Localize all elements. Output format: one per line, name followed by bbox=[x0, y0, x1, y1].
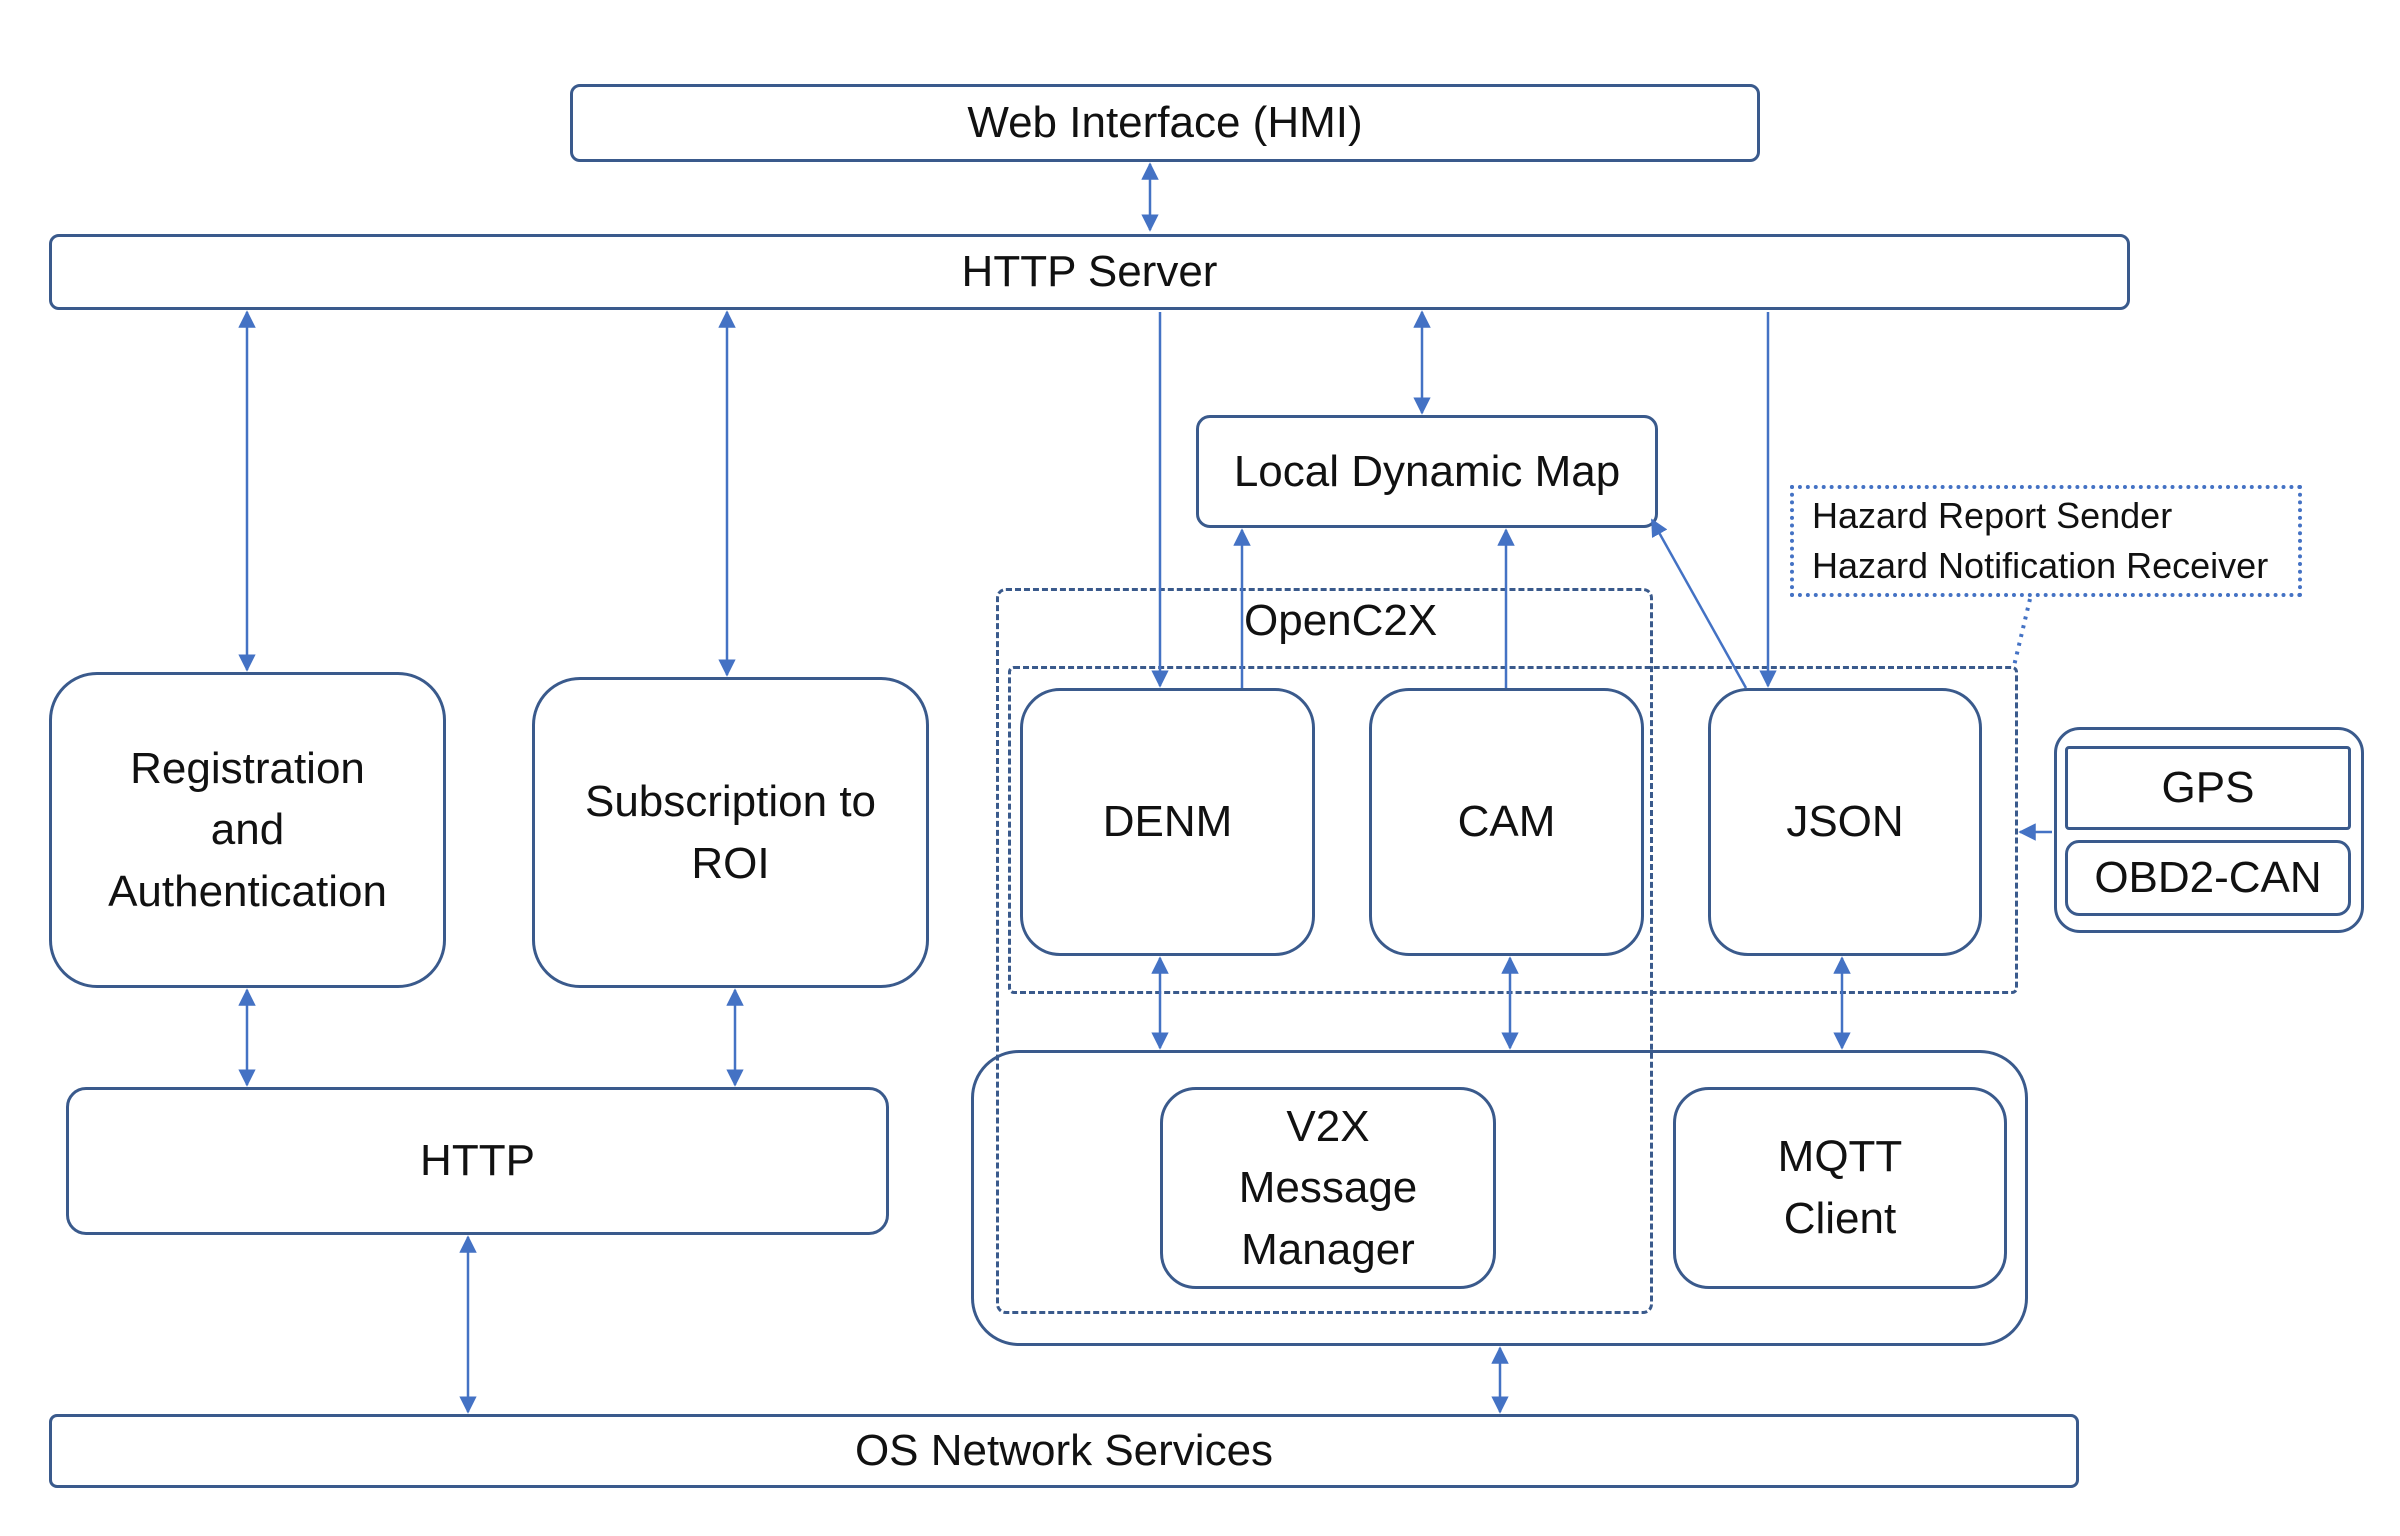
opencx-label: OpenC2X bbox=[1244, 596, 1438, 645]
opencx-dashed-group bbox=[996, 588, 1653, 1314]
hazard-callout-leader bbox=[2012, 598, 2032, 667]
http-box: HTTP bbox=[66, 1087, 889, 1235]
denm-box: DENM bbox=[1020, 688, 1315, 956]
web-interface-box: Web Interface (HMI) bbox=[570, 84, 1760, 162]
v2x-manager-box: V2X Message Manager bbox=[1160, 1087, 1496, 1289]
os-network-box: OS Network Services bbox=[49, 1414, 2079, 1488]
mqtt-client-box: MQTT Client bbox=[1673, 1087, 2007, 1289]
hazard-report-sender-label: Hazard Report Sender bbox=[1812, 494, 2173, 536]
hazard-notification-receiver-label: Hazard Notification Receiver bbox=[1812, 545, 2269, 586]
registration-box: Registration and Authentication bbox=[49, 672, 446, 988]
local-dynamic-map-box: Local Dynamic Map bbox=[1196, 415, 1658, 528]
messaging-container-box bbox=[971, 1050, 2028, 1346]
arrow-json-ldm bbox=[1650, 518, 1748, 689]
obd2-box: OBD2-CAN bbox=[2065, 840, 2351, 916]
hazard-callout: Hazard Report Sender Hazard Notification… bbox=[1790, 485, 2302, 597]
http-server-box: HTTP Server bbox=[49, 234, 2130, 310]
gps-box: GPS bbox=[2065, 746, 2351, 830]
subscription-box: Subscription to ROI bbox=[532, 677, 929, 988]
json-box: JSON bbox=[1708, 688, 1982, 956]
cam-box: CAM bbox=[1369, 688, 1644, 956]
